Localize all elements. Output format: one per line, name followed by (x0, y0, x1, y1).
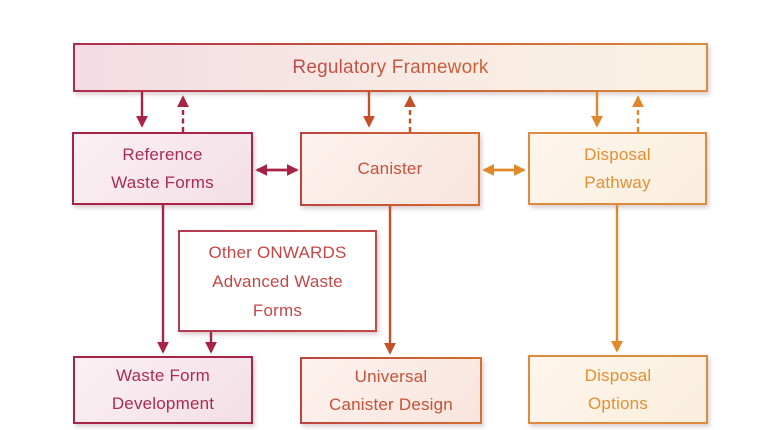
node-universal-canister-design: Universal Canister Design (300, 357, 482, 424)
node-reference-waste-forms: Reference Waste Forms (72, 132, 253, 205)
node-label-line: Disposal (584, 144, 651, 164)
node-label-line: Reference (122, 144, 203, 164)
node-other-onwards-advanced-waste-forms: Other ONWARDS Advanced Waste Forms (178, 230, 377, 332)
node-label-line: Universal (354, 366, 428, 386)
node-label-line: Development (111, 394, 215, 413)
node-canister: Canister (300, 132, 480, 206)
node-disposal-pathway: Disposal Pathway (528, 132, 707, 205)
node-label-line: Waste Forms (111, 172, 214, 192)
node-waste-form-development: Waste Form Development (73, 356, 253, 424)
node-label: Canister (357, 159, 423, 178)
node-label-line: Pathway (584, 172, 651, 192)
node-disposal-options: Disposal Options (528, 355, 708, 424)
node-regulatory-framework: Regulatory Framework (73, 43, 708, 92)
node-label-line: Advanced Waste (212, 271, 343, 291)
node-label-line: Disposal (584, 365, 652, 385)
node-label-line: Options (588, 393, 648, 413)
node-label-line: Canister Design (329, 394, 453, 414)
node-label-line: Waste Form (116, 366, 210, 385)
node-label: Regulatory Framework (292, 54, 488, 82)
node-label-line: Forms (252, 300, 303, 320)
node-label-line: Other ONWARDS (208, 242, 347, 262)
